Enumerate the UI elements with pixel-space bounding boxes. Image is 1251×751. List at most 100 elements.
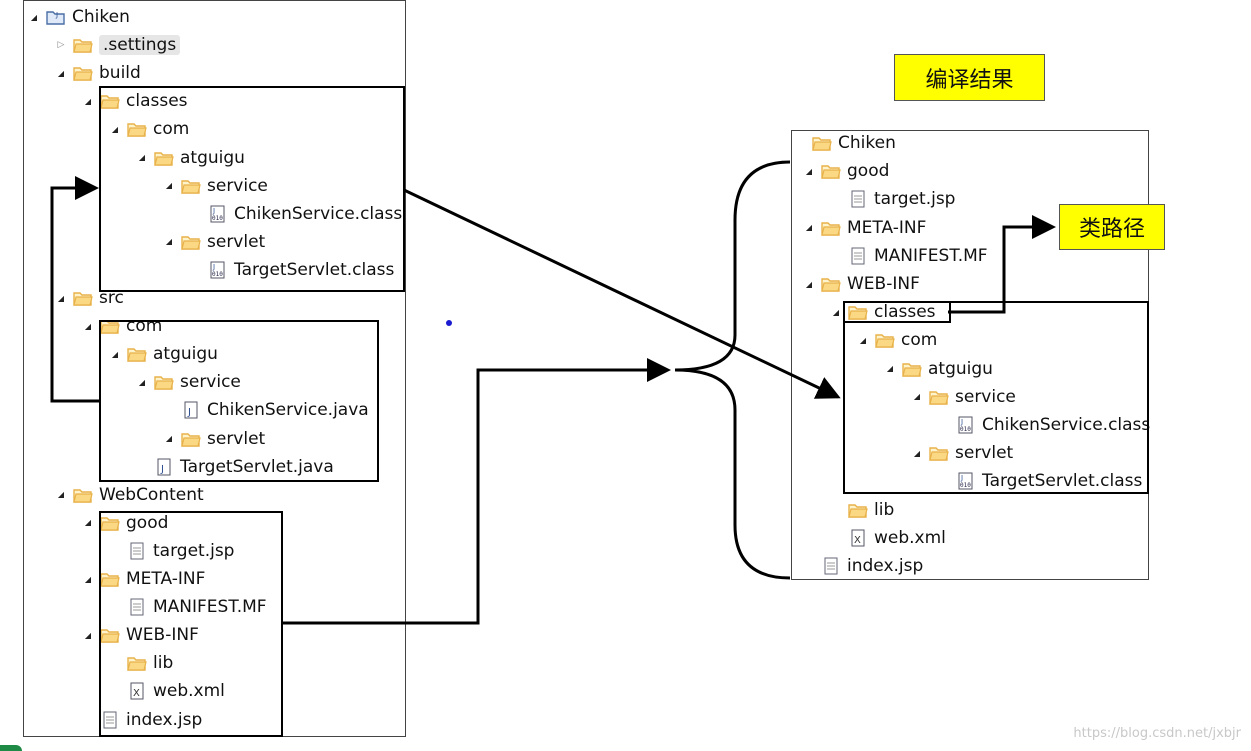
- folder-icon: [100, 514, 126, 532]
- tree-item-label: ChikenService.class: [234, 203, 403, 224]
- folder-icon: [127, 345, 153, 363]
- tree-item-label: lib: [153, 653, 174, 674]
- left-tree-item[interactable]: .settings: [55, 33, 181, 57]
- left-tree-item[interactable]: service: [136, 370, 241, 394]
- right-tree-item[interactable]: target.jsp: [830, 187, 955, 211]
- svg-text:J: J: [160, 464, 164, 475]
- left-tree-item[interactable]: servlet: [163, 427, 265, 451]
- folder-icon: [100, 626, 126, 644]
- folder-icon: [821, 219, 847, 237]
- folder-icon: [100, 92, 126, 110]
- tree-item-label: service: [180, 372, 241, 393]
- left-tree-item[interactable]: atguigu: [109, 342, 218, 366]
- folder-icon: [73, 36, 99, 54]
- tree-item-label: MANIFEST.MF: [153, 597, 267, 618]
- right-tree-item[interactable]: classes: [830, 300, 936, 324]
- tree-item-label: src: [99, 288, 124, 308]
- tree-item-label: TargetServlet.class: [234, 259, 395, 280]
- right-tree-item[interactable]: good: [803, 159, 889, 183]
- tree-item-label: web.xml: [874, 527, 946, 548]
- tree-item-label: ChikenService.class: [982, 415, 1151, 435]
- right-tree-item[interactable]: com: [857, 328, 937, 352]
- right-tree-item[interactable]: META-INF: [803, 216, 926, 240]
- folder-icon: [154, 373, 180, 391]
- folder-icon: [127, 120, 153, 138]
- left-tree-item[interactable]: servlet: [163, 230, 265, 254]
- svg-text:J: J: [960, 474, 963, 482]
- folder-icon: [73, 289, 99, 307]
- tree-item-label: MANIFEST.MF: [874, 245, 988, 266]
- folder-icon: [812, 134, 838, 152]
- page-file-icon: [127, 542, 153, 560]
- left-tree-item[interactable]: META-INF: [82, 567, 205, 591]
- compile-result-label: 编译结果: [894, 54, 1045, 101]
- folder-icon: [902, 360, 928, 378]
- folder-icon: [848, 303, 874, 321]
- tree-item-label: index.jsp: [847, 556, 924, 576]
- page-file-icon: [848, 190, 874, 208]
- classpath-label: 类路径: [1059, 204, 1165, 250]
- tree-item-label: target.jsp: [153, 540, 235, 561]
- tree-item-label: good: [126, 512, 169, 533]
- left-tree-item[interactable]: good: [82, 511, 168, 535]
- folder-icon: [154, 149, 180, 167]
- tree-item-label: servlet: [955, 443, 1014, 464]
- folder-icon: [821, 275, 847, 293]
- left-tree-item[interactable]: WEB-INF: [82, 623, 199, 647]
- svg-text:J: J: [212, 207, 215, 215]
- left-tree-item[interactable]: build: [55, 61, 141, 85]
- page-file-icon: [100, 711, 126, 729]
- tree-item-label: good: [847, 161, 890, 182]
- right-tree-item[interactable]: MANIFEST.MF: [830, 244, 988, 268]
- page-file-icon: [848, 247, 874, 265]
- tree-item-label: servlet: [207, 231, 266, 252]
- left-tree-item[interactable]: lib: [109, 651, 173, 675]
- right-tree-item[interactable]: lib: [830, 498, 894, 522]
- right-tree-item[interactable]: atguigu: [884, 357, 993, 381]
- tree-item-label: WEB-INF: [847, 274, 920, 294]
- classpath-arrow: [948, 215, 1056, 314]
- tree-item-label: lib: [874, 499, 895, 520]
- tree-item-label: ChikenService.java: [207, 400, 369, 421]
- left-tree-item[interactable]: WebContent: [55, 483, 204, 507]
- svg-text:J: J: [212, 263, 215, 271]
- left-tree-item[interactable]: J TargetServlet.java: [136, 455, 334, 479]
- left-tree-item[interactable]: atguigu: [136, 146, 245, 170]
- left-tree-item[interactable]: src: [55, 286, 124, 310]
- svg-text:X: X: [133, 688, 140, 699]
- svg-text:J: J: [187, 407, 191, 418]
- tree-item-label: WEB-INF: [126, 625, 199, 646]
- right-tree-item[interactable]: servlet: [911, 441, 1013, 465]
- right-tree-item[interactable]: service: [911, 385, 1016, 409]
- java-file-icon: J: [154, 458, 180, 476]
- right-tree-item[interactable]: index.jsp: [803, 554, 923, 578]
- tree-item-label: target.jsp: [874, 189, 956, 210]
- folder-icon: [100, 570, 126, 588]
- java-file-icon: J: [181, 401, 207, 419]
- right-tree-item[interactable]: WEB-INF: [803, 272, 920, 296]
- tree-item-label: TargetServlet.class: [982, 471, 1143, 492]
- left-project-explorer: [23, 0, 406, 737]
- right-tree-item[interactable]: Chiken: [794, 131, 896, 155]
- tree-item-label: TargetServlet.java: [180, 456, 334, 477]
- left-tree-item[interactable]: service: [163, 174, 268, 198]
- left-tree-item[interactable]: com: [109, 117, 189, 141]
- deploy-brace: [674, 160, 791, 580]
- left-tree-item[interactable]: target.jsp: [109, 539, 234, 563]
- left-tree-item[interactable]: J ChikenService.java: [163, 398, 369, 422]
- svg-text:010: 010: [212, 215, 223, 222]
- tree-item-label: atguigu: [928, 358, 993, 379]
- left-tree-item[interactable]: MANIFEST.MF: [109, 595, 267, 619]
- folder-icon: [848, 501, 874, 519]
- left-tree-item[interactable]: index.jsp: [82, 708, 202, 732]
- left-tree-item[interactable]: classes: [82, 89, 188, 113]
